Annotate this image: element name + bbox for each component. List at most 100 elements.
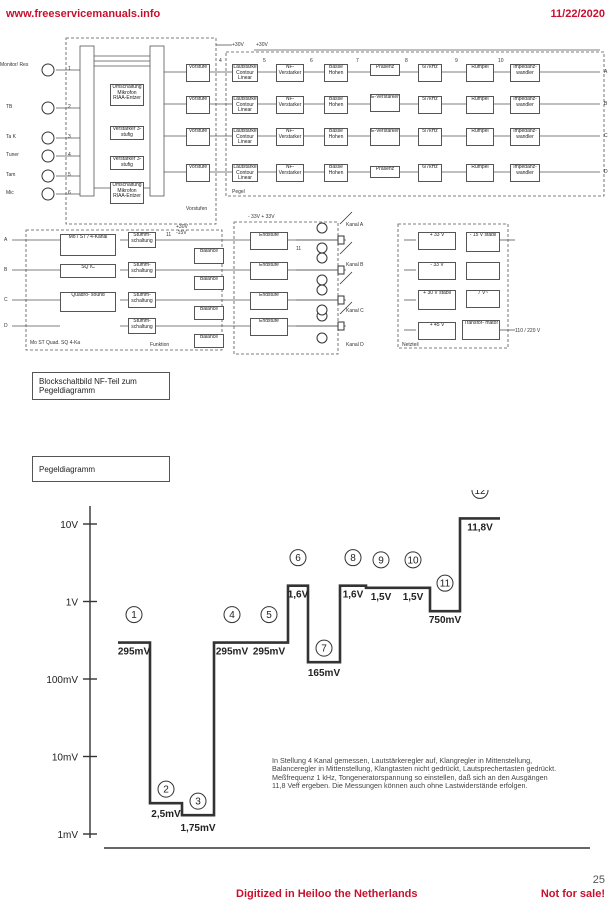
filter: 6/7kHz [418, 164, 442, 182]
input-number: 5 [68, 172, 71, 178]
impedance-converter: Impedanz- wandler [510, 164, 540, 182]
rumble-filter: Rumpel [466, 96, 494, 114]
level-value: 295mV [216, 647, 249, 658]
rumble-filter: Rumpel [466, 64, 494, 82]
step-number: 8 [350, 553, 356, 564]
level-line [118, 517, 500, 817]
step-circle [289, 549, 307, 567]
bass-treble: Basse Hohen [324, 64, 348, 82]
mute-circuit: Stumm- schaltung [128, 318, 156, 334]
nf-amplifier: NF-Verstarker [276, 64, 304, 82]
output-label: A [604, 69, 608, 75]
step-number: 5 [263, 58, 266, 64]
input-number: 3 [68, 134, 71, 140]
speaker-channel: Kanal D [346, 342, 364, 348]
speaker-channel: Kanal B [346, 262, 364, 268]
volume-contour: Lautstarke Contour Linear [232, 164, 258, 182]
step-number: 2 [163, 785, 169, 796]
mode-labels: Mo ST Quad. SQ 4-Ka [30, 340, 81, 346]
level-value: 1,6V [343, 590, 364, 601]
input-label: Ta K [6, 134, 17, 140]
level-label: Pegel [232, 189, 245, 195]
level-chart: 1mV10mV100mV1V10V1295mV22,5mV31,75mV4295… [46, 490, 590, 849]
page-number: 25 [592, 874, 605, 886]
step-number: 4 [229, 610, 235, 621]
input-label: Tam [6, 172, 16, 178]
step-number: 10 [498, 58, 504, 64]
mute-circuit: Stumm- schaltung [128, 292, 156, 308]
power-stage-d: Endstufe [250, 318, 288, 336]
power-stage-a: Endstufe [250, 232, 288, 250]
level-value: 1,5V [403, 592, 424, 603]
output-label: D [604, 169, 608, 175]
balance-control: Balance [194, 334, 224, 348]
channel-label: C [4, 297, 8, 303]
step-number: 6 [295, 553, 301, 564]
step-circle [223, 606, 241, 624]
balance-control: Balance [194, 306, 224, 320]
step-number: 4 [219, 58, 222, 64]
channel-label: B [4, 267, 8, 273]
y-tick-label: 10mV [52, 753, 78, 764]
block-diagram: Monitor/ Res TB Ta K Tuner Tam Mic 1 2 3… [0, 28, 613, 358]
nf-amplifier: NF-Verstarker [276, 96, 304, 114]
step-number: 8 [405, 58, 408, 64]
volume-contour: Lautstarke Contour Linear [232, 64, 258, 82]
measurement-note: In Stellung 4 Kanal gemessen, Lautstärke… [272, 756, 557, 791]
speaker-channel: Kanal A [346, 222, 364, 228]
block-diagram-caption: Blockschaltbild NF-Teil zum Pegeldiagram… [32, 372, 170, 400]
input-label: TB [6, 104, 13, 110]
psu-plus33: + 33 V [418, 232, 456, 250]
input-label: Monitor/ Res [0, 62, 29, 68]
input-label: Mic [6, 190, 14, 196]
block-wiring [12, 37, 605, 355]
speaker-channel: Kanal C [346, 308, 364, 314]
input-number: 2 [68, 104, 71, 110]
preamps-label: Vorstufen [186, 206, 208, 212]
power-stage-b: Endstufe [250, 262, 288, 280]
supply-label: +30V [256, 42, 268, 48]
balance-control: Balance [194, 248, 224, 264]
step-circle [344, 549, 362, 567]
preamp-c: Vorstufe [186, 128, 210, 146]
volume-contour: Lautstarke Contour Linear [232, 96, 258, 114]
step-number: 5 [266, 610, 272, 621]
balance-control: Balance [194, 276, 224, 290]
step-number: 12 [474, 490, 486, 497]
switch-riaa-2: Umschaltung Mikrofon RIAA-Entzer [110, 182, 144, 204]
filter: 5/7kHz [418, 128, 442, 146]
amplifier-3stage-1: Verstarker 3-stufig [110, 126, 144, 140]
switch-riaa-1: Umschaltung Mikrofon RIAA-Entzer [110, 84, 144, 106]
nf-amplifier: NF-Verstarker [276, 164, 304, 182]
y-tick-label: 1V [66, 598, 79, 609]
psu-minus15: - 15 V stabil [466, 232, 500, 252]
bass-treble: Basse Hohen [324, 128, 348, 146]
channel-label: D [4, 323, 8, 329]
psu-empty [466, 262, 500, 280]
step-number: 9 [378, 555, 384, 566]
e-amplifier: E-Verstarker [370, 128, 400, 146]
output-label: B [604, 101, 608, 107]
step-circle [404, 551, 422, 569]
supply-label: -15V [176, 230, 187, 236]
power-stage-c: Endstufe [250, 292, 288, 310]
psu-plus45: + 45 V [418, 322, 456, 340]
level-value: 11,8V [467, 522, 493, 533]
site-url[interactable]: www.freeservicemanuals.info [6, 8, 161, 20]
step-number: 6 [310, 58, 313, 64]
power-stage-supply: - 33V + 33V [248, 214, 275, 220]
level-value: 1,6V [288, 590, 309, 601]
step-circle [157, 780, 175, 798]
filter: 6/7kHz [418, 64, 442, 82]
quadro-sound: Quadro- sound [60, 292, 116, 312]
step-number: 11 [440, 579, 451, 590]
input-number: 6 [68, 190, 71, 196]
e-amplifier: E-Verstarker [370, 94, 400, 112]
preamp-b: Vorstufe [186, 96, 210, 114]
filter: 5/7kHz [418, 96, 442, 114]
input-number: 1 [68, 66, 71, 72]
date-stamp: 11/22/2020 [550, 8, 605, 20]
input-number: 4 [68, 152, 71, 158]
step-number: 7 [321, 644, 327, 655]
y-tick-label: 100mV [46, 675, 78, 686]
